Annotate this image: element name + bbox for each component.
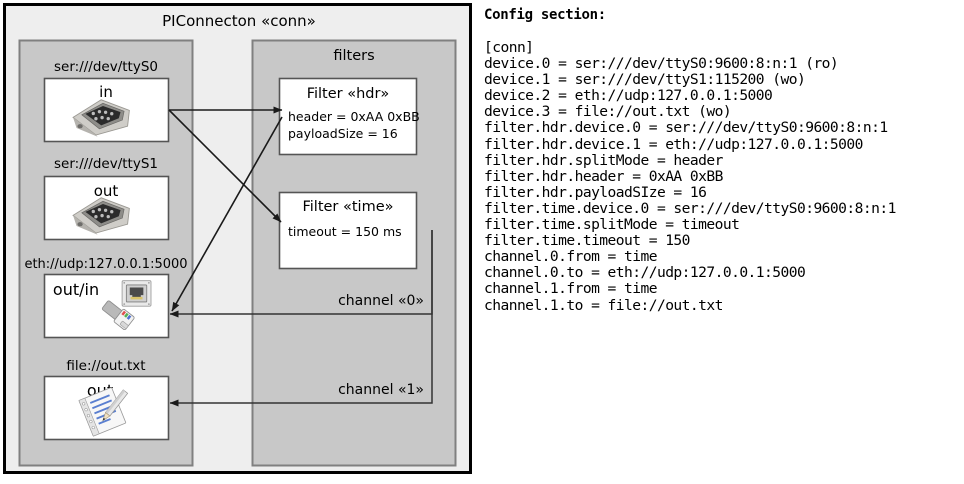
filter-title: Filter «time» xyxy=(302,199,393,215)
config-line: filter.hdr.splitMode = header xyxy=(484,151,723,169)
device-label: file://out.txt xyxy=(66,358,145,374)
config-line: filter.time.device.0 = ser:///dev/ttyS0:… xyxy=(484,199,896,217)
config-line: channel.0.to = eth://udp:127.0.0.1:5000 xyxy=(484,264,806,282)
arrow-eth-to-hdr xyxy=(171,116,283,312)
config-line: channel.1.to = file://out.txt xyxy=(484,296,723,314)
arrow-ttys0-to-time xyxy=(168,109,282,223)
device-label: ser:///dev/ttyS1 xyxy=(54,156,158,172)
channel-1: channel «1» xyxy=(169,230,433,407)
config-section: Config section: [conn]device.0 = ser:///… xyxy=(482,0,964,484)
device-direction: out xyxy=(94,182,119,200)
device-file-out[interactable]: file://out.txt out xyxy=(43,358,170,441)
page-title: PIConnecton «conn» xyxy=(162,12,316,30)
device-label: ser:///dev/ttyS0 xyxy=(54,59,158,75)
connector-diagram: PIConnecton «conn» ser:///dev/ttyS0 in s… xyxy=(0,0,478,484)
config-line: filter.hdr.payloadSIze = 16 xyxy=(484,183,707,201)
channel-label: channel «0» xyxy=(338,293,424,309)
config-section-title: Config section: xyxy=(484,7,606,23)
device-ser-ttys0[interactable]: ser:///dev/ttyS0 in xyxy=(43,59,170,143)
filter-prop: payloadSize = 16 xyxy=(288,126,398,141)
config-line: channel.1.from = time xyxy=(484,280,658,298)
config-line: filter.hdr.device.1 = eth://udp:127.0.0.… xyxy=(484,135,863,153)
config-line: filter.hdr.header = 0xAA 0xBB xyxy=(484,167,723,185)
config-line: device.1 = ser:///dev/ttyS1:115200 (wo) xyxy=(484,71,806,89)
filter-prop: timeout = 150 ms xyxy=(288,224,402,239)
device-ser-ttys1[interactable]: ser:///dev/ttyS1 out xyxy=(43,156,170,241)
filter-time[interactable]: Filter «time» timeout = 150 ms xyxy=(278,191,418,270)
filter-prop: header = 0xAA 0xBB xyxy=(288,109,420,124)
device-direction: out/in xyxy=(53,280,99,299)
filters-group-title: filters xyxy=(333,48,374,64)
config-line: filter.hdr.device.0 = ser:///dev/ttyS0:9… xyxy=(484,119,888,137)
config-line: device.0 = ser:///dev/ttyS0:9600:8:n:1 (… xyxy=(484,55,839,73)
channel-label: channel «1» xyxy=(338,382,424,398)
config-line: [conn] xyxy=(484,39,534,56)
device-label: eth://udp:127.0.0.1:5000 xyxy=(24,257,187,272)
config-line: channel.0.from = time xyxy=(484,248,658,266)
config-line: filter.time.splitMode = timeout xyxy=(484,216,740,234)
config-lines: [conn]device.0 = ser:///dev/ttyS0:9600:8… xyxy=(484,39,896,314)
device-direction: in xyxy=(99,83,113,101)
config-line: device.2 = eth://udp:127.0.0.1:5000 xyxy=(484,87,773,105)
filter-title: Filter «hdr» xyxy=(307,86,390,102)
config-line: device.3 = file://out.txt (wo) xyxy=(484,103,732,121)
device-eth-udp[interactable]: eth://udp:127.0.0.1:5000 out/in xyxy=(24,257,188,339)
filter-hdr[interactable]: Filter «hdr» header = 0xAA 0xBB payloadS… xyxy=(278,77,420,156)
config-line: filter.time.timeout = 150 xyxy=(484,232,690,250)
